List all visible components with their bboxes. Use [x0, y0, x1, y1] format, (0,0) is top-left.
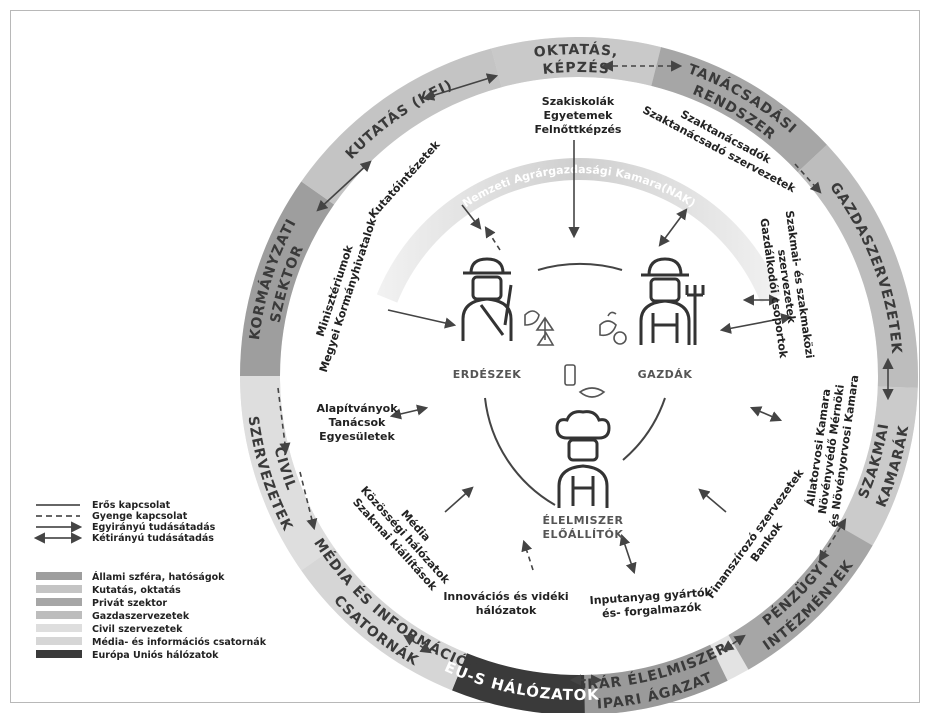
legend-swatch: [36, 585, 82, 593]
flow-arrow: [387, 309, 457, 329]
elelmiszer-label-line2: ELŐÁLLÍTÓK: [543, 527, 624, 541]
forest-products-icon: [524, 310, 555, 346]
svg-text:Szakiskolák: Szakiskolák: [542, 95, 615, 108]
flow-arrow: [619, 533, 637, 575]
ring-segment-gazdaszervezetek: [797, 144, 918, 388]
crop-products-icon: [599, 311, 627, 345]
elelmiszer-figure-icon: [555, 410, 611, 508]
legend-label: Kétirányú tudásátadás: [92, 533, 214, 544]
flow-arrow: [316, 160, 372, 212]
ring-segment-eu: [452, 653, 585, 713]
svg-text:Egyesületek: Egyesületek: [319, 430, 395, 443]
flow-arrow: [389, 404, 429, 420]
legend-sector-label: Állami szféra, hatóságok: [92, 571, 225, 583]
gazda-figure-icon: [639, 257, 705, 345]
ring-segment-kormanyzati: [240, 181, 335, 376]
legend-label: Egyirányú tudásátadás: [92, 522, 216, 533]
gazdak-label: GAZDÁK: [638, 368, 693, 381]
figure-frame: [10, 10, 920, 703]
flow-arrow: [484, 226, 501, 251]
ring-segment-media: [301, 547, 467, 691]
flow-arrow: [818, 518, 847, 562]
flow-arrow: [403, 634, 432, 654]
legend-sector-label: Gazdaszervezetek: [92, 611, 190, 622]
legend-sector-label: Média- és információs csatornák: [92, 637, 267, 648]
legend-sector-label: Privát szektor: [92, 598, 167, 609]
legend-swatch: [36, 572, 82, 580]
svg-text:OKTATÁS,: OKTATÁS,: [533, 41, 619, 61]
svg-text:Innovációs és vidéki: Innovációs és vidéki: [443, 590, 568, 603]
flow-arrow: [722, 634, 746, 652]
flow-arrow: [444, 486, 474, 513]
legend-sector-label: Európa Uniós hálózatok: [92, 650, 219, 661]
ring-segment-szakmai: [837, 386, 918, 546]
legend-sector-label: Kutatás, oktatás: [92, 585, 181, 596]
ring-segment-tanacsadasi: [651, 47, 827, 173]
legend-swatch: [36, 637, 82, 645]
elelmiszer-label-line1: ÉLELMISZER: [543, 514, 624, 527]
legend-swatch: [36, 624, 82, 632]
legend-swatch: [36, 650, 82, 658]
flow-arrow: [299, 471, 318, 531]
sector-label-oktatas: OKTATÁS,KÉPZÉS: [533, 41, 619, 78]
flow-arrow: [749, 406, 783, 422]
food-products-icon: [564, 364, 606, 398]
svg-text:Közösségi hálózatok: Közösségi hálózatok: [358, 484, 453, 587]
flow-arrow: [277, 387, 291, 455]
erdeszek-label: ERDÉSZEK: [453, 368, 522, 381]
svg-text:Szakmai kiállítások: Szakmai kiállítások: [350, 496, 440, 594]
flow-arrow: [698, 488, 727, 513]
legend-swatch: [36, 611, 82, 619]
flow-arrow: [794, 163, 822, 194]
erdesz-figure-icon: [461, 257, 513, 341]
svg-text:Finanszírozó szervezetek: Finanszírozó szervezetek: [704, 466, 807, 601]
flow-arrow: [422, 73, 499, 101]
knowledge-flow-arrows: [277, 60, 894, 686]
svg-text:hálózatok: hálózatok: [476, 604, 537, 617]
inner-circle: [484, 262, 666, 506]
svg-text:Tanácsok: Tanácsok: [329, 416, 386, 429]
legend-swatch: [36, 598, 82, 606]
flow-arrow: [521, 539, 534, 571]
flow-arrow: [719, 313, 793, 334]
legend-label: Erős kapcsolat: [92, 500, 171, 511]
svg-text:Egyetemek: Egyetemek: [544, 109, 614, 122]
svg-text:KÉPZÉS: KÉPZÉS: [542, 59, 611, 78]
ring-segment-agrar: [584, 644, 728, 713]
ring-segment-oktatas: [491, 36, 662, 88]
svg-text:Alapítványok: Alapítványok: [316, 402, 398, 415]
flow-arrow: [461, 204, 482, 230]
nak-label: Nemzeti Agrárgazdasági Kamara(NAK): [460, 163, 698, 210]
legend-sector-label: Civil szervezetek: [92, 624, 183, 635]
svg-text:Felnőttképzés: Felnőttképzés: [535, 123, 622, 136]
legend-label: Gyenge kapcsolat: [92, 511, 188, 522]
flow-arrow: [658, 208, 688, 247]
